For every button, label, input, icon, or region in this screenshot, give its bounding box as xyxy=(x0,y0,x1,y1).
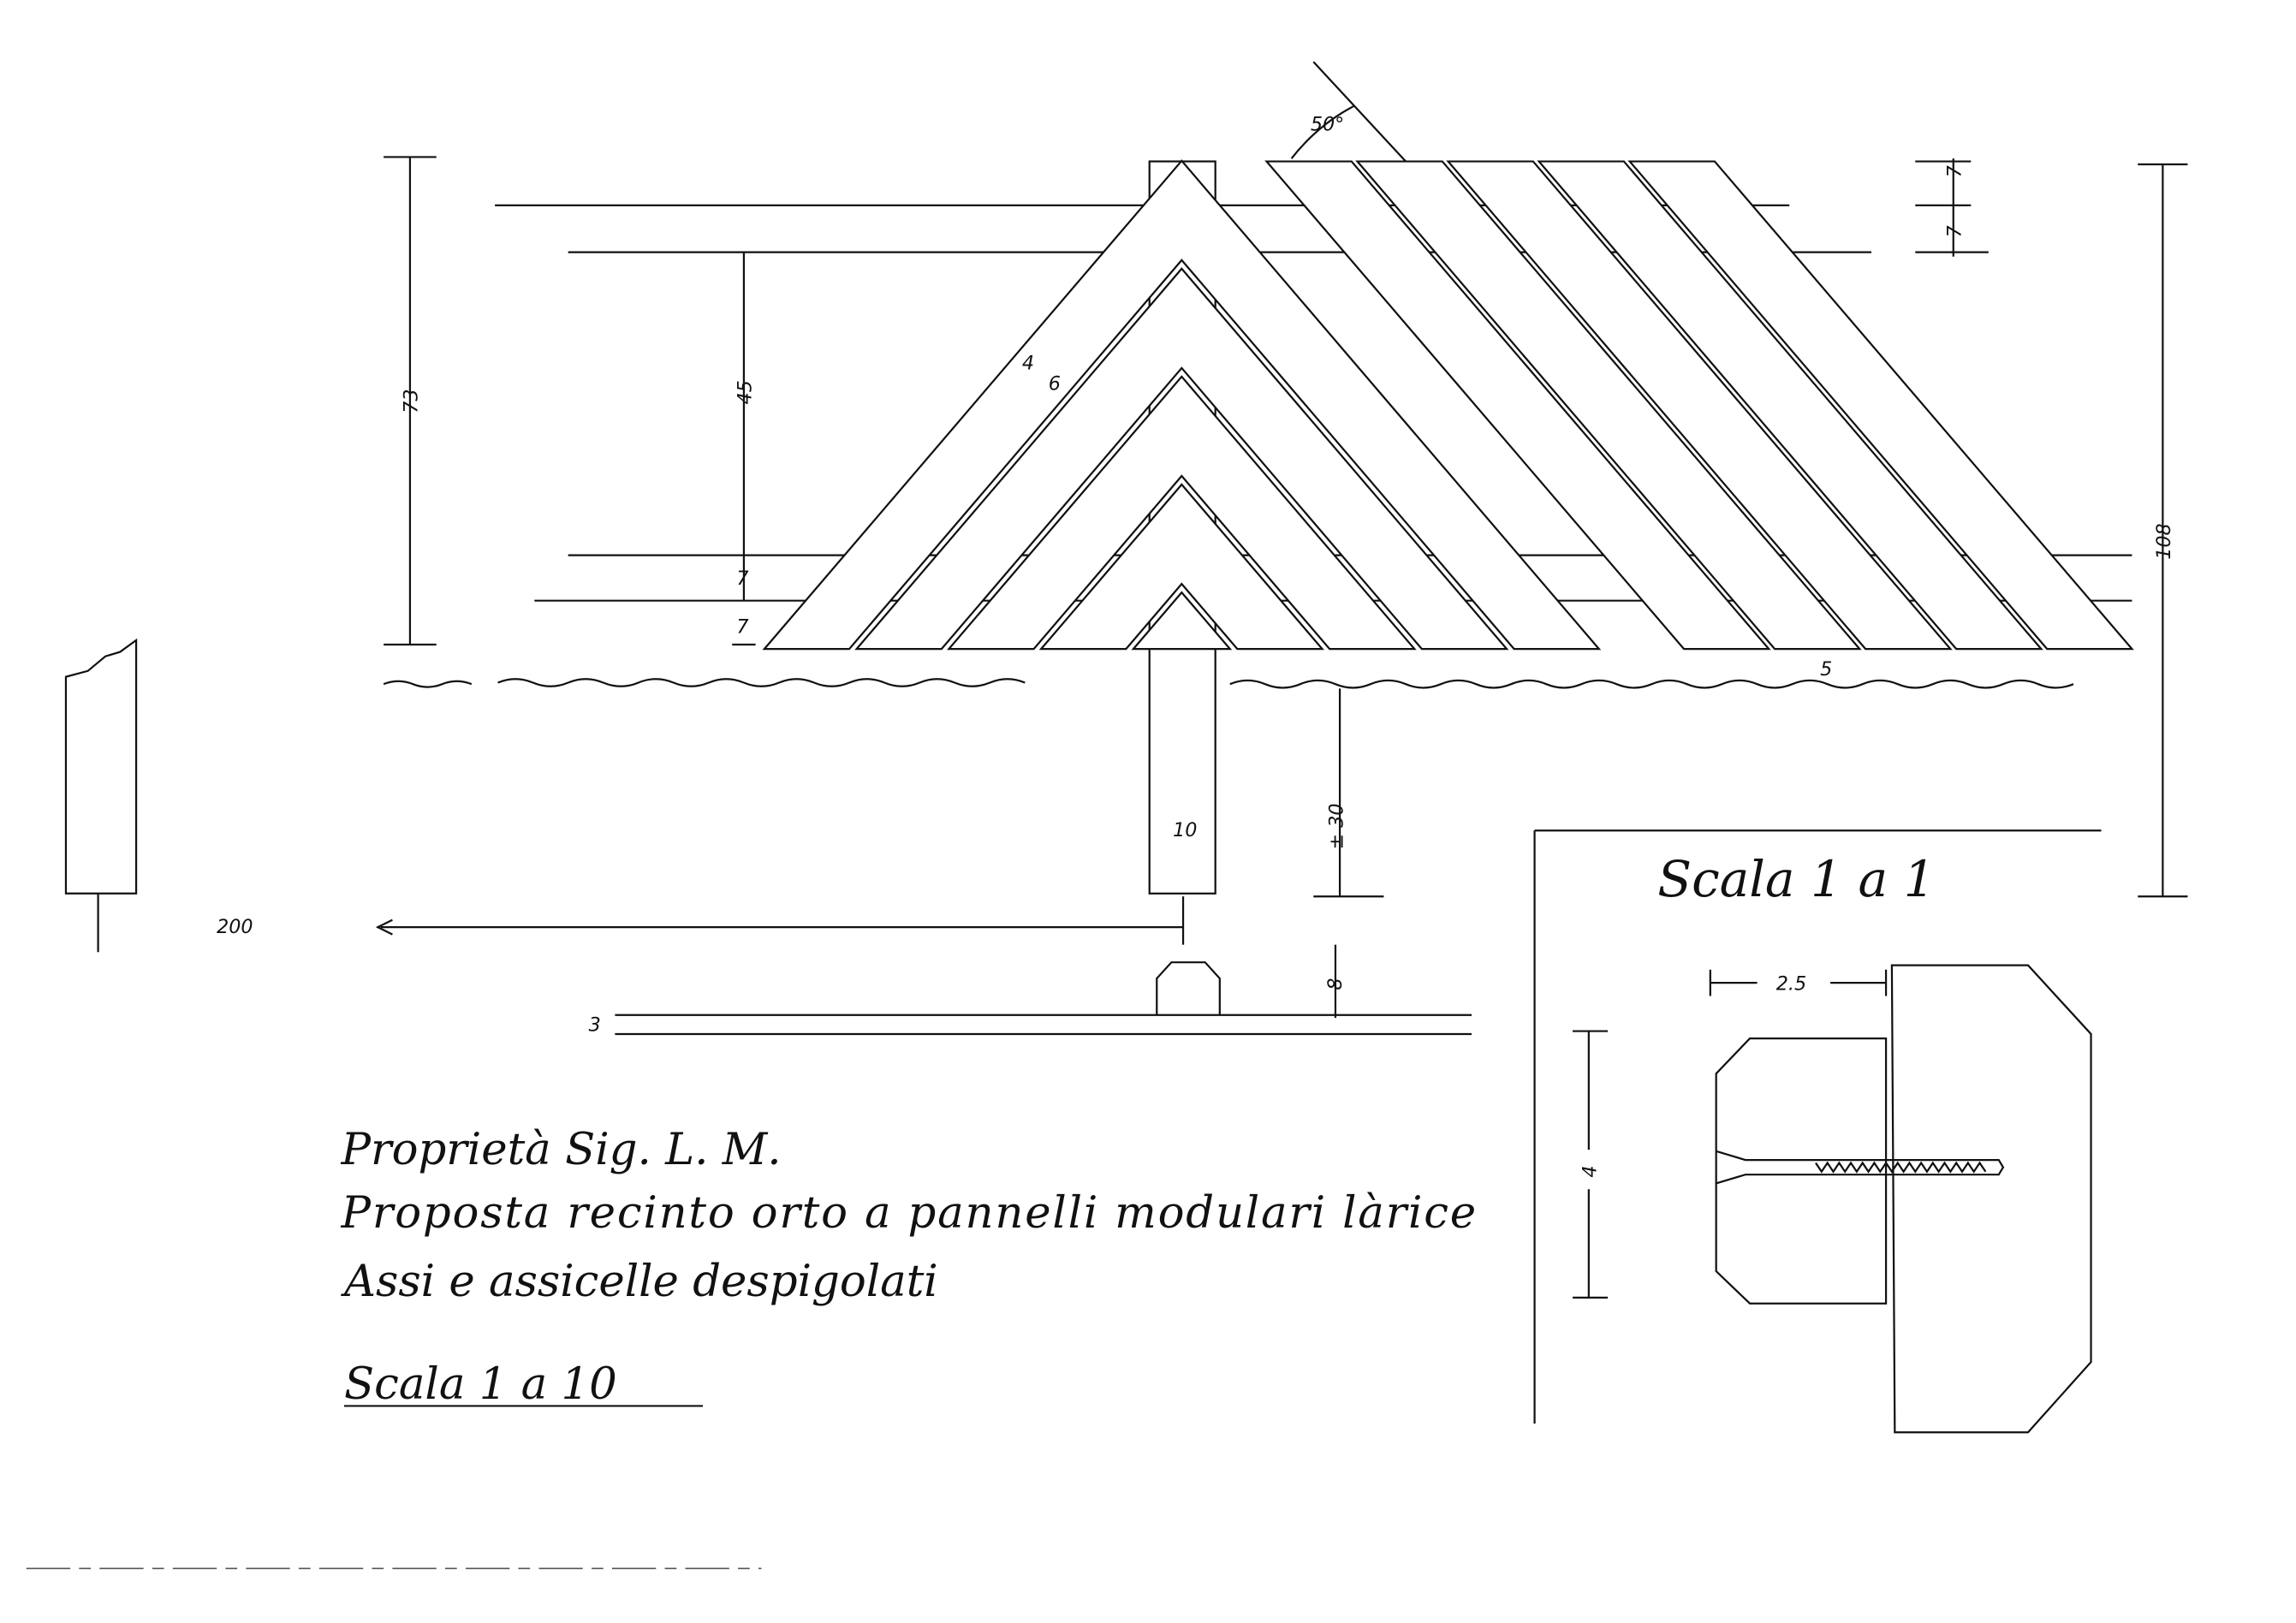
broken-post-section xyxy=(64,638,138,895)
board-profile xyxy=(1890,964,2092,1434)
dim-top-7b: 7 xyxy=(1943,225,1966,237)
diagonal-board xyxy=(1355,160,1862,651)
dim-73: 73 xyxy=(400,389,422,413)
ground-line xyxy=(383,678,2074,689)
dim-3: 3 xyxy=(589,1014,601,1037)
chevron-boards xyxy=(762,159,1602,651)
detail-scale-text: Scala 1 a 1 xyxy=(1657,850,1935,908)
detail-height-label: 4 xyxy=(1579,1165,1601,1177)
dim-angle: 50° xyxy=(1311,114,1344,136)
diagonal-board xyxy=(1537,160,2043,651)
dim-7a: 7 xyxy=(736,568,748,590)
detail-box: Scala 1 a 1 2.5 4 xyxy=(1533,829,2102,1434)
dim-top-7a: 7 xyxy=(1943,165,1966,177)
dim-8: 8 xyxy=(1324,978,1347,990)
diagonal-board xyxy=(1264,160,1771,651)
dim-10: 10 xyxy=(1173,819,1197,841)
chevron-board xyxy=(946,375,1417,651)
dimension-lines xyxy=(375,61,2188,1019)
chevron-board xyxy=(1038,483,1324,651)
diagonal-boards xyxy=(1264,160,2134,651)
dimension-labels: 73 45 7 7 7 7 4 6 50° 108 5 10 ± 30 200 … xyxy=(217,114,2175,1037)
chevron-board xyxy=(854,267,1509,651)
dim-6: 6 xyxy=(1049,372,1061,395)
dim-30: ± 30 xyxy=(1325,804,1347,850)
chevron-board xyxy=(762,159,1602,651)
chevron-board xyxy=(1131,591,1233,651)
screw-icon xyxy=(1716,1150,2005,1185)
dim-108: 108 xyxy=(2153,523,2175,559)
diagonal-board xyxy=(1446,160,1953,651)
owner-text: Proprietà Sig. L. M. xyxy=(341,1124,782,1175)
dim-7b: 7 xyxy=(736,615,748,638)
dim-200: 200 xyxy=(217,916,253,938)
dim-45: 45 xyxy=(734,380,756,404)
scale-text: Scala 1 a 10 xyxy=(344,1358,617,1410)
detail-width-label: 2.5 xyxy=(1776,973,1806,996)
post-gap xyxy=(1151,666,1214,699)
dim-5: 5 xyxy=(1820,658,1832,681)
title-block: Proprietà Sig. L. M. Proposta recinto or… xyxy=(341,1124,1477,1410)
dim-4: 4 xyxy=(1022,352,1034,374)
diagonal-board xyxy=(1627,160,2134,651)
post-top-profile xyxy=(1156,961,1221,1015)
slat-profile xyxy=(1715,1037,1888,1305)
note-text: Assi e assicelle despigolati xyxy=(341,1256,938,1307)
description-text: Proposta recinto orto a pannelli modular… xyxy=(341,1187,1477,1239)
